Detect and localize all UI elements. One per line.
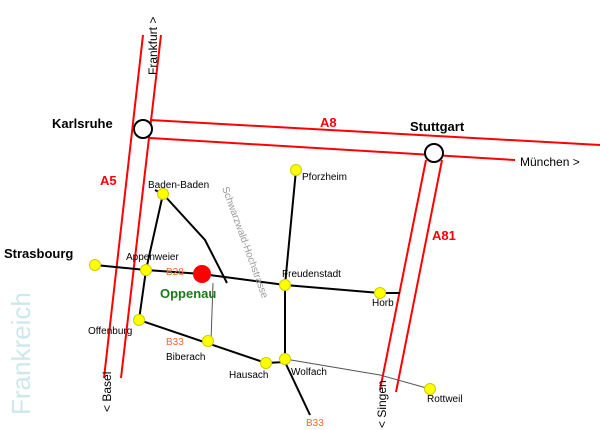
biberach-label: Biberach: [166, 352, 205, 363]
singen-direction: < Singen: [375, 380, 389, 428]
freudenstadt-marker: [279, 279, 291, 291]
pforzheim-marker: [290, 164, 302, 176]
a8-label: A8: [320, 115, 337, 130]
a5-label: A5: [100, 173, 117, 188]
rottweil-label: Rottweil: [427, 394, 463, 405]
baden-baden-marker: [157, 188, 169, 200]
b33-label: B33: [166, 337, 184, 348]
baden-baden-label: Baden-Baden: [148, 180, 209, 191]
a81-label: A81: [432, 228, 456, 243]
offenburg-marker: [133, 314, 145, 326]
stuttgart-marker: [424, 143, 444, 163]
strasbourg-marker: [89, 259, 101, 271]
oppenau-marker: [193, 265, 211, 283]
appenweier-label: Appenweier: [126, 252, 179, 263]
karlsruhe-label: Karlsruhe: [52, 116, 113, 131]
highway-a8: [149, 119, 600, 161]
wolfach-marker: [279, 353, 291, 365]
stuttgart-label: Stuttgart: [410, 119, 465, 134]
wolfach-label: Wolfach: [291, 367, 327, 378]
oppenau-label: Oppenau: [160, 286, 216, 301]
horb-marker: [374, 287, 386, 299]
strasbourg-label: Strasbourg: [4, 246, 73, 261]
muenchen-direction: München >: [520, 155, 580, 169]
highway-a81: [379, 159, 443, 393]
rottweil-marker: [424, 383, 436, 395]
offenburg-label: Offenburg: [88, 326, 132, 337]
hausach-marker: [260, 357, 272, 369]
b28-label: B28: [166, 267, 184, 278]
karlsruhe-marker: [133, 119, 153, 139]
appenweier-marker: [140, 264, 152, 276]
freudenstadt-label: Freudenstadt: [282, 269, 341, 280]
basel-direction: < Basel: [100, 372, 114, 412]
highway-a5: [103, 34, 162, 379]
country-label: Frankreich: [6, 292, 36, 415]
pforzheim-label: Pforzheim: [302, 172, 347, 183]
frankfurt-direction: Frankfurt >: [146, 17, 160, 75]
biberach-marker: [202, 335, 214, 347]
b33-label: B33: [306, 418, 324, 429]
horb-label: Horb: [372, 298, 394, 309]
hausach-label: Hausach: [229, 370, 268, 381]
